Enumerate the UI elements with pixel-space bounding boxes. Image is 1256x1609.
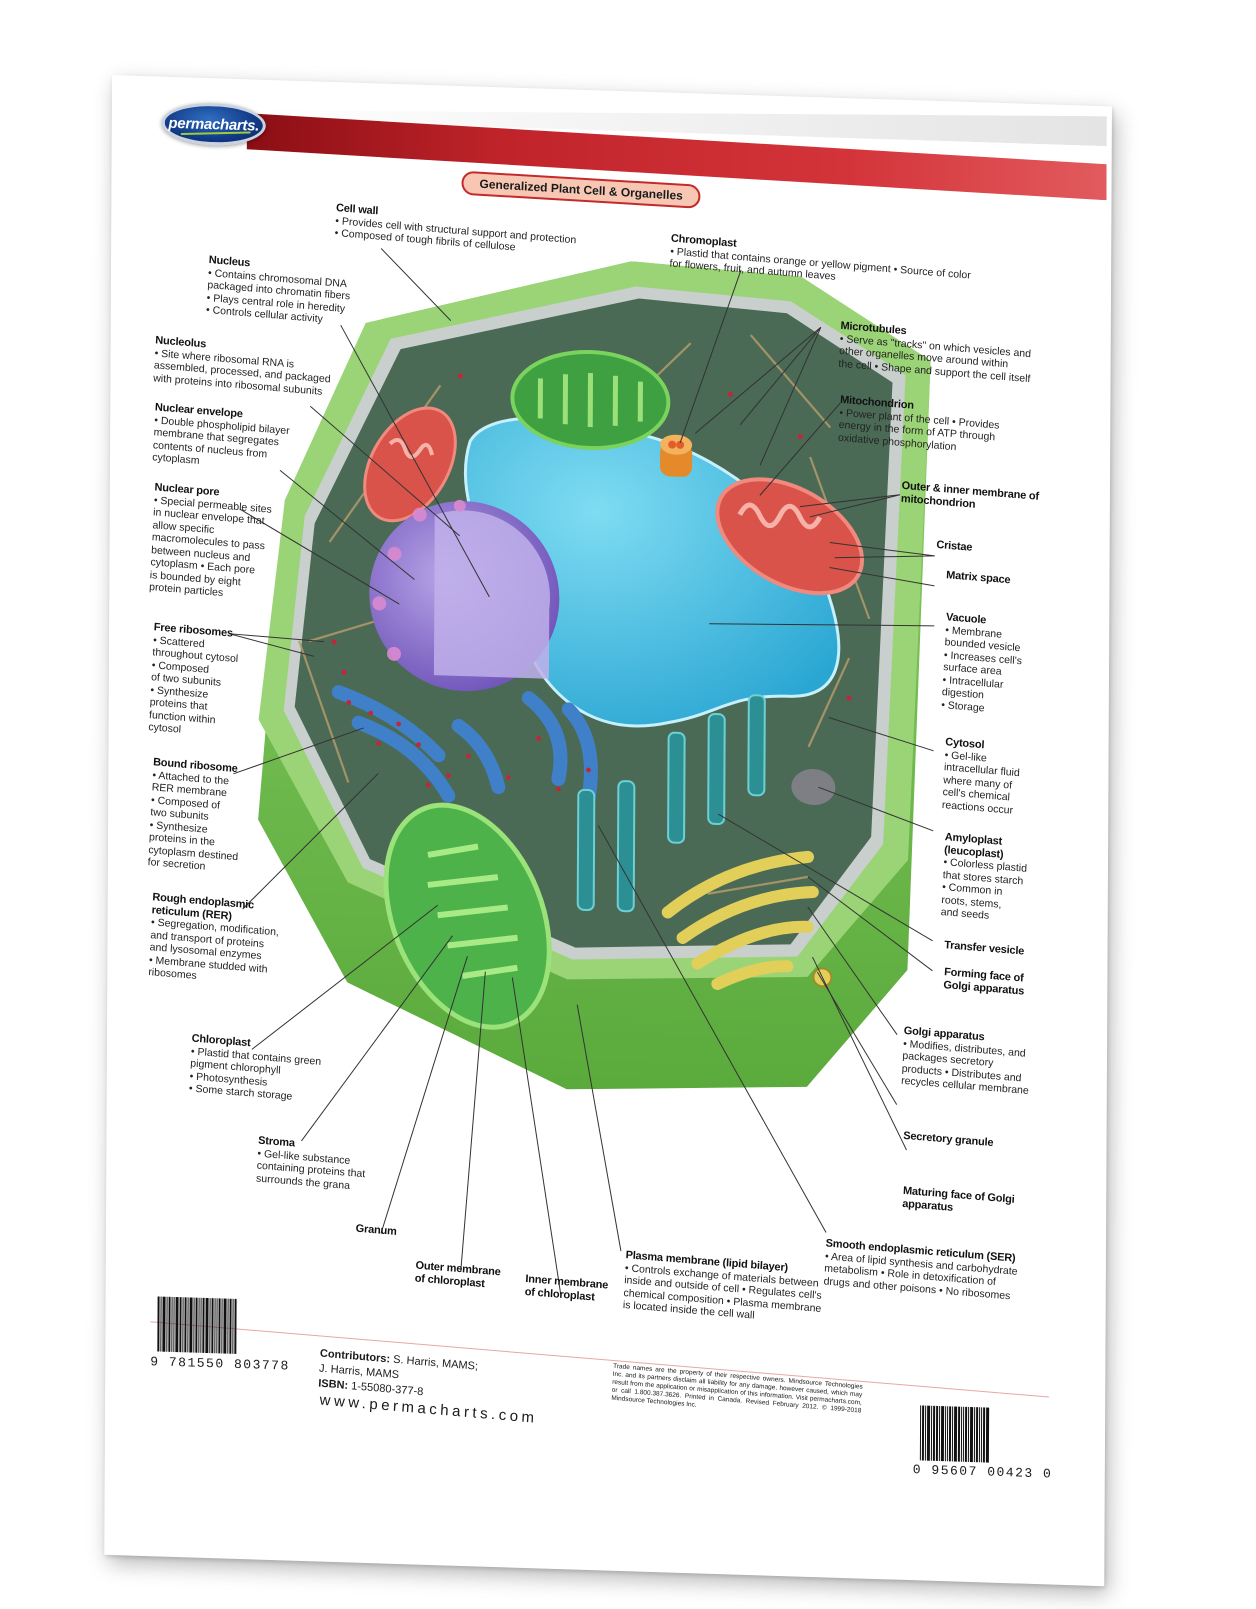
- label-cytosol: Cytosol • Gel-like intracellular fluid w…: [942, 736, 1046, 819]
- label-golgi: Golgi apparatus • Modifies, distributes,…: [901, 1025, 1054, 1099]
- label-free-ribosomes: Free ribosomes • Scattered throughout cy…: [148, 621, 240, 740]
- smooth-er: [576, 694, 766, 913]
- label-nuclear-pore: Nuclear pore • Special permeable sites i…: [149, 481, 273, 603]
- free-ribosomes: [331, 373, 852, 701]
- bound-ribosomes: [346, 700, 591, 792]
- label-amyloplast: Amyloplast (leucoplast) • Colorless plas…: [940, 831, 1045, 926]
- nucleus: [369, 499, 560, 692]
- barcode-right: [919, 1405, 990, 1463]
- label-vacuole: Vacuole • Membrane bounded vesicle • Inc…: [941, 611, 1046, 719]
- chart-sheet: permacharts. Generalized Plant Cell & Or…: [104, 75, 1112, 1587]
- barcode-right-number: 0 95607 00423 0: [912, 1462, 1053, 1482]
- rough-er: [331, 685, 598, 807]
- chromoplast: [660, 434, 693, 477]
- chloroplast-bottom: [383, 802, 552, 1030]
- amyloplast: [791, 769, 836, 806]
- label-chloroplast: Chloroplast • Plastid that contains gree…: [189, 1033, 323, 1106]
- plant-cell-illustration: [228, 248, 935, 1295]
- leader-lines: [228, 248, 935, 1295]
- mitochondrion-right: [715, 477, 865, 596]
- label-stroma: Stroma • Gel-like substance containing p…: [256, 1135, 367, 1194]
- label-rough-er: Rough endoplasmic reticulum (RER) • Segr…: [148, 891, 281, 989]
- golgi-apparatus: [661, 850, 819, 991]
- isbn-label: ISBN:: [317, 1377, 349, 1392]
- chloroplast-top: [510, 349, 671, 451]
- label-nucleus: Nucleus • Contains chromosomal DNA packa…: [206, 254, 352, 328]
- label-nuclear-envelope: Nuclear envelope • Double phospholipid b…: [152, 401, 291, 474]
- label-bound-ribosome: Bound ribosome • Attached to the RER mem…: [147, 756, 243, 875]
- barcode-left: [157, 1296, 237, 1354]
